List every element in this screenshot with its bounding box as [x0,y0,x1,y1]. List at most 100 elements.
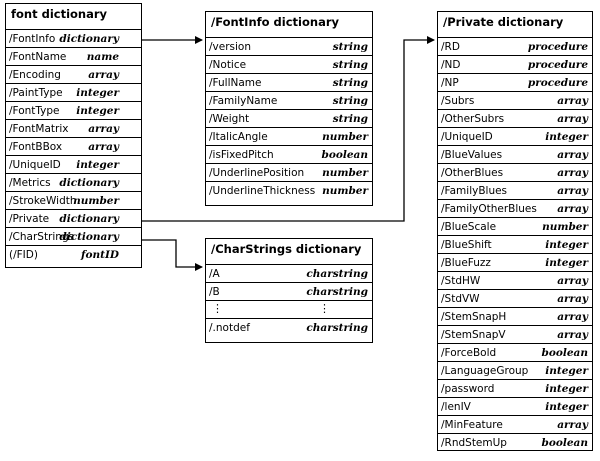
entry-type: number [322,185,368,197]
entry-type: integer [545,239,588,251]
entry-type: integer [76,159,119,171]
entry-key: /StdVW [441,293,480,305]
entry-key: /ItalicAngle [209,131,268,143]
entry-type: boolean [541,437,588,449]
entry-key: (/FID) [9,249,38,261]
table-row: /StemSnapH array [438,308,592,326]
entry-key: /OtherSubrs [441,113,505,125]
entry-key: /MinFeature [441,419,503,431]
entry-type: boolean [541,347,588,359]
entry-key: /FontInfo [9,33,56,45]
entry-key: /StemSnapH [441,311,507,323]
table-row: /FontBBox array [6,138,141,156]
table-row: /RndStemUp boolean [438,434,592,452]
entry-key: /password [441,383,495,395]
entry-type: array [557,311,588,323]
table-row: /BlueScale number [438,218,592,236]
entry-type: dictionary [59,213,119,225]
table-row: /Subrs array [438,92,592,110]
entry-type: array [88,123,119,135]
entry-type: charstring [306,268,368,280]
entry-type: array [557,113,588,125]
entry-key: /RndStemUp [441,437,507,449]
entry-key: /B [209,286,220,298]
entry-key: /A [209,268,220,280]
entry-type: array [557,167,588,179]
entry-key: /NP [441,77,459,89]
entry-key: /ForceBold [441,347,497,359]
fontinfo-dictionary-title: /FontInfo dictionary [206,12,372,38]
entry-type: integer [545,365,588,377]
charstrings-dictionary-title: /CharStrings dictionary [206,239,372,265]
table-row: /A charstring [206,265,372,283]
entry-type: array [88,69,119,81]
entry-type: array [557,95,588,107]
font-dictionary-title: font dictionary [6,4,141,30]
entry-type: number [322,167,368,179]
entry-key: /UnderlinePosition [209,167,305,179]
entry-type: dictionary [59,33,119,45]
table-row: ⋮⋮ [206,301,372,319]
entry-key: /UniqueID [9,159,61,171]
arrow-private [141,36,435,222]
entry-type: array [88,141,119,153]
entry-type: integer [545,257,588,269]
entry-key: /FontType [9,105,60,117]
entry-type: number [542,221,588,233]
entry-key: /PaintType [9,87,63,99]
entry-key: /version [209,41,251,53]
entry-key: /BlueShift [441,239,492,251]
entry-key: /lenIV [441,401,471,413]
entry-type: dictionary [59,177,119,189]
entry-type: array [557,293,588,305]
entry-key: /RD [441,41,460,53]
entry-type: array [557,149,588,161]
entry-key: /UniqueID [441,131,493,143]
entry-key: /Encoding [9,69,61,81]
entry-type: charstring [306,286,368,298]
table-row: /OtherSubrs array [438,110,592,128]
entry-type: string [332,95,368,107]
table-row: /BlueShift integer [438,236,592,254]
entry-key: /StrokeWidth [9,195,77,207]
entry-key: /CharStrings [9,231,75,243]
entry-key: /FontBBox [9,141,63,153]
ellipsis-key: ⋮ [212,302,223,315]
table-row: /Encoding array [6,66,141,84]
entry-type: array [557,185,588,197]
ellipsis-type: ⋮ [319,302,330,315]
entry-key: /Subrs [441,95,475,107]
entry-key: /BlueScale [441,221,497,233]
entry-key: /FontName [9,51,67,63]
private-dictionary-title: /Private dictionary [438,12,592,38]
entry-key: /FontMatrix [9,123,69,135]
